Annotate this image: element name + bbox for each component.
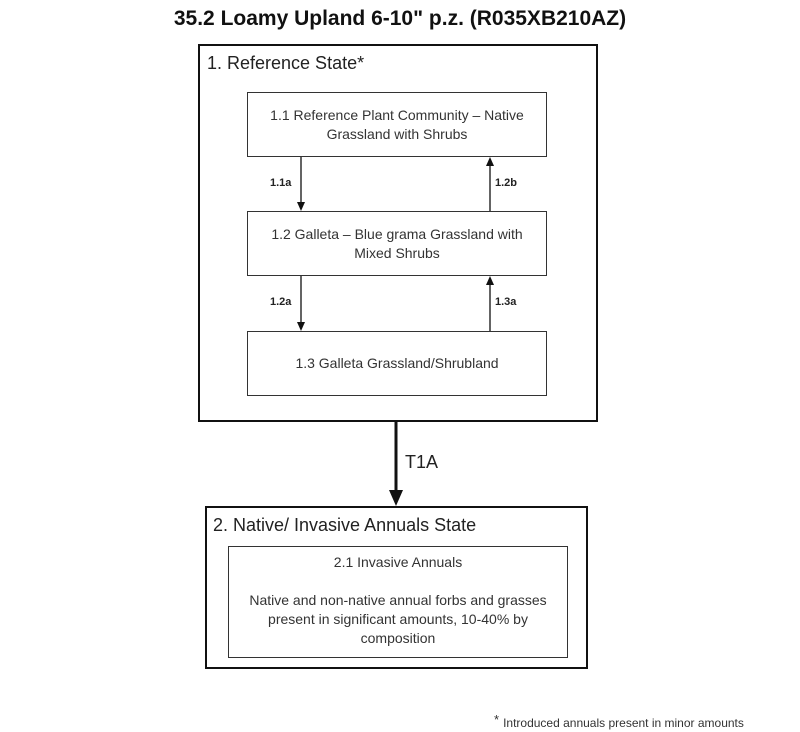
pathway-1-1a-label: 1.1a: [270, 177, 292, 189]
community-1-3-label: 1.3 Galleta Grassland/Shrubland: [295, 355, 499, 371]
transition-t1a-label: T1A: [405, 452, 439, 472]
pathway-1-2a-label: 1.2a: [270, 296, 292, 308]
footnote-marker: *: [494, 712, 500, 727]
footnote-text: Introduced annuals present in minor amou…: [503, 716, 744, 730]
community-2-1-description: Native and non-native annual forbs and g…: [249, 592, 547, 646]
community-2-1-title: 2.1 Invasive Annuals: [333, 554, 463, 570]
footnote: *Introduced annuals present in minor amo…: [494, 712, 744, 731]
community-2-1-box: 2.1 Invasive Annuals Native and non-nati…: [228, 546, 568, 658]
diagram-title: 35.2 Loamy Upland 6-10" p.z. (R035XB210A…: [173, 7, 627, 30]
reference-state-label: 1. Reference State*: [207, 53, 365, 73]
community-1-2-label: 1.2 Galleta – Blue grama Grassland with …: [271, 225, 523, 261]
transition-t1a-arrow: [389, 422, 403, 506]
community-1-3-box: 1.3 Galleta Grassland/Shrubland: [247, 331, 547, 396]
community-1-2-box: 1.2 Galleta – Blue grama Grassland with …: [247, 211, 547, 276]
community-1-1-box: 1.1 Reference Plant Community – Native G…: [247, 92, 547, 157]
pathway-1-2b-label: 1.2b: [495, 177, 518, 189]
community-1-1-label: 1.1 Reference Plant Community – Native G…: [270, 106, 524, 142]
invasive-state-label: 2. Native/ Invasive Annuals State: [213, 515, 477, 535]
pathway-1-3a-label: 1.3a: [495, 296, 517, 308]
